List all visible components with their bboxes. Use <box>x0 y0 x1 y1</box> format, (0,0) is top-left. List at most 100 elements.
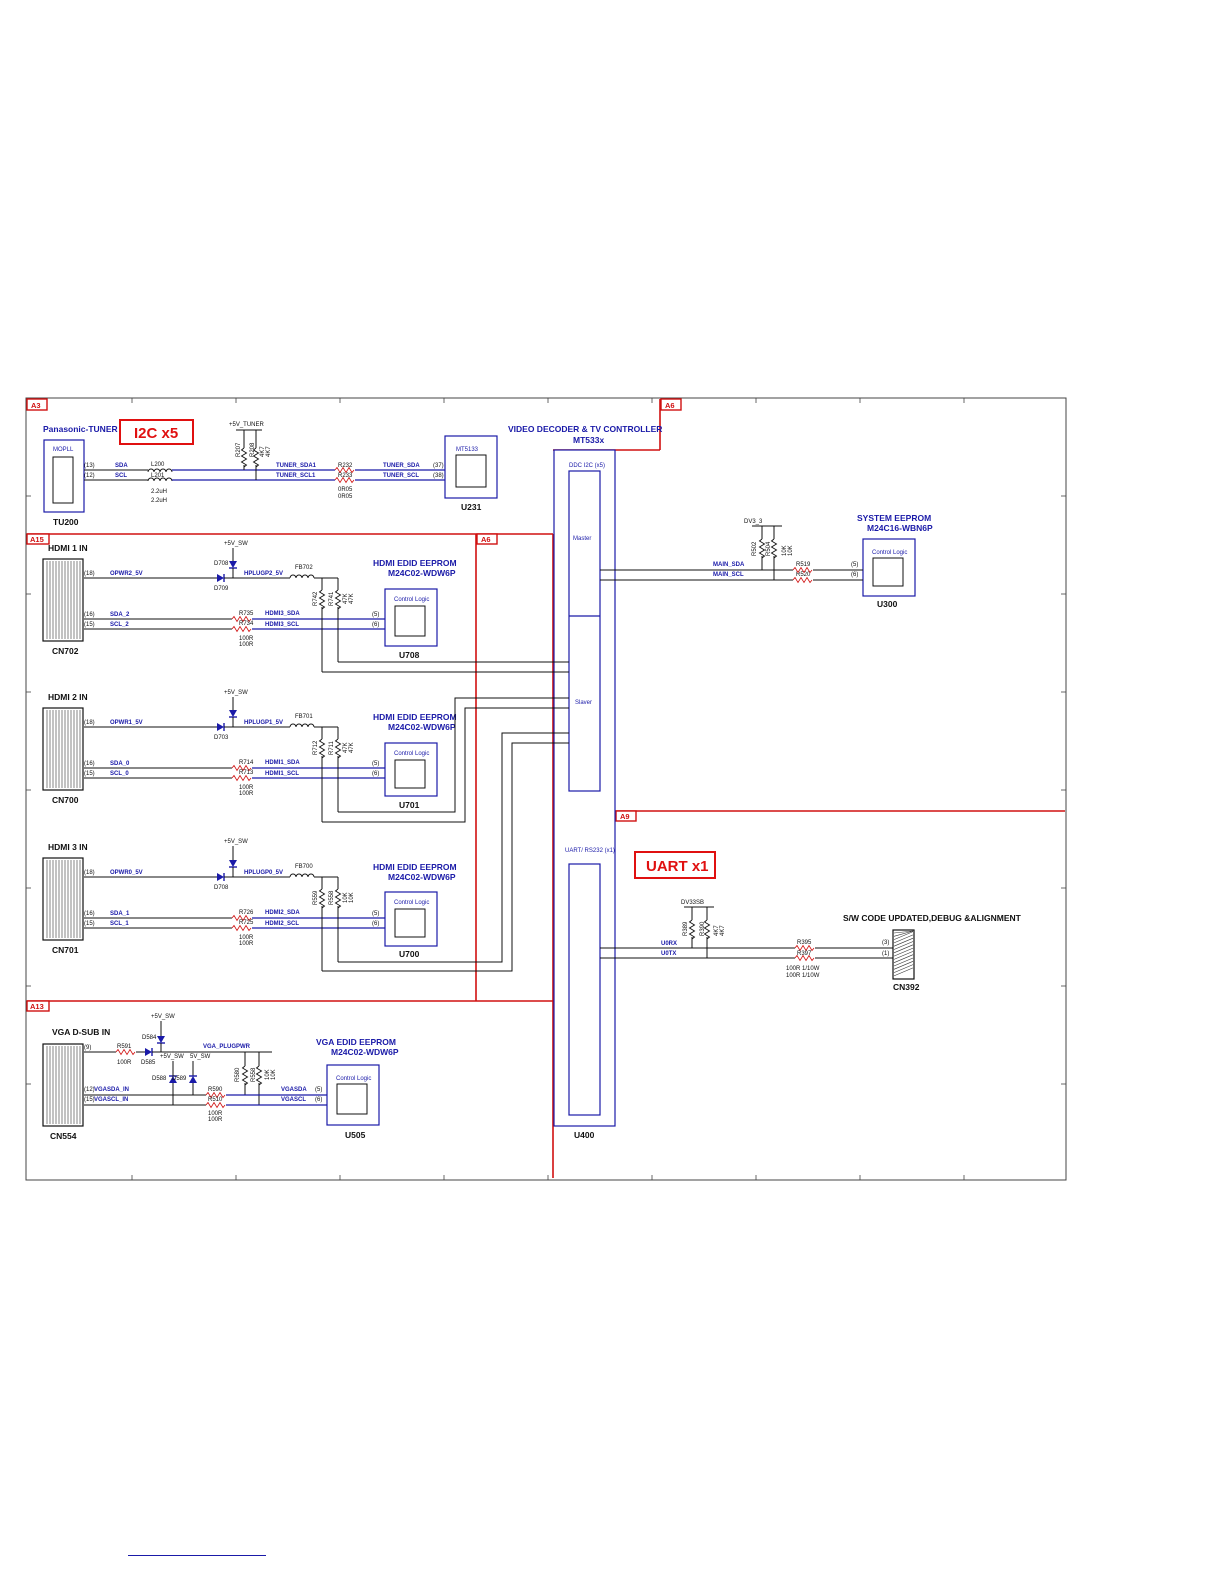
hdmi2-rpv2: 47K <box>349 742 355 753</box>
vga-d589: D589 <box>172 1076 187 1082</box>
uart-debug-block: DV33SB R389 R390 4K7 4K7 U0RX U0TX R395 … <box>600 900 1022 992</box>
tag-a9: A9 <box>620 812 630 821</box>
vga-eeprom-part: M24C02-WDW6P <box>331 1047 399 1057</box>
callout-uart: UART x1 <box>634 851 716 879</box>
uart-title: S/W CODE UPDATED,DEBUG &ALIGNMENT <box>843 913 1022 923</box>
hdmi3-plug: HPLUGP0_5V <box>244 870 283 876</box>
hdmi3-pin6: (6) <box>372 921 379 927</box>
uart-r389: R389 <box>683 921 689 936</box>
hdmi3-r1: R726 <box>239 910 254 916</box>
hdmi2-pin16: (16) <box>84 761 95 767</box>
hdmi3-rpv2: 10K <box>349 892 355 903</box>
hdmi3-r2: R725 <box>239 920 254 926</box>
uart-r395: R395 <box>797 940 812 946</box>
hdmi1-pin15: (15) <box>84 622 95 628</box>
uart-rx: U0RX <box>661 941 677 947</box>
controller-block: VIDEO DECODER & TV CONTROLLER MT533x DDC… <box>508 424 662 1140</box>
hdmi3-net-scl: HDMI2_SCL <box>265 921 299 927</box>
hdmi3-scl: SCL_1 <box>110 921 129 927</box>
section-tags: A3 A6 A15 A6 A9 A13 <box>26 398 682 1012</box>
hdmi2-r2: R713 <box>239 770 254 776</box>
hdmi2-pin5: (5) <box>372 761 379 767</box>
vga-rv2: 100R <box>208 1111 223 1117</box>
hdmi3-d708: D708 <box>214 885 229 891</box>
hdmi2-net-sda: HDMI1_SDA <box>265 760 300 766</box>
vga-logic: Control Logic <box>336 1076 371 1082</box>
ddc-routing <box>322 661 569 972</box>
tag-a6-mid: A6 <box>481 535 491 544</box>
sys-r519: R519 <box>796 562 811 568</box>
hdmi1-pin6: (6) <box>372 622 379 628</box>
hdmi2-fb: FB701 <box>295 714 313 720</box>
ddc-label: DDC I2C (x5) <box>569 463 605 469</box>
tuner-supply: +5V_TUNER <box>229 422 265 428</box>
vga-supply: +5V_SW <box>151 1014 175 1020</box>
vga-conn-ref: CN554 <box>50 1131 77 1141</box>
tuner-rv1: 4K7 <box>260 446 266 457</box>
hdmi1-connector <box>42 558 84 642</box>
hdmi1-pwr: OPWR2_5V <box>110 571 143 577</box>
vga-d584: D584 <box>142 1035 157 1041</box>
hdmi1-logic: Control Logic <box>394 597 429 603</box>
uart-tx: U0TX <box>661 951 676 957</box>
tuner-l1: L200 <box>151 462 165 468</box>
hdmi1-supply: +5V_SW <box>224 541 248 547</box>
sys-eeprom-logic: Control Logic <box>872 550 907 556</box>
hdmi2-ref: U701 <box>399 800 420 810</box>
vga-eeprom-title: VGA EDID EEPROM <box>316 1037 396 1047</box>
hdmi1-pin16: (16) <box>84 612 95 618</box>
uart-r390: R390 <box>700 921 706 936</box>
hdmi1-net-scl: HDMI3_SCL <box>265 622 299 628</box>
sheet-frame <box>25 397 1067 1181</box>
dem-pin37: (37) <box>433 463 444 469</box>
hdmi1-rp1: R742 <box>313 591 319 606</box>
hdmi1-eeprom-part: M24C02-WDW6P <box>388 568 456 578</box>
hdmi3-pin15: (15) <box>84 921 95 927</box>
sys-eeprom-ref: U300 <box>877 599 898 609</box>
sys-eeprom-part: M24C16-WBN6P <box>867 523 933 533</box>
vga-rv1: 100R <box>117 1060 132 1066</box>
hdmi3-rv: 100R <box>239 935 254 941</box>
hdmi-block-1: HDMI 1 IN CN702 (18) OPWR2_5V D709 +5V_S… <box>42 541 457 672</box>
hdmi1-r1: R735 <box>239 611 254 617</box>
tag-a3: A3 <box>31 401 41 410</box>
tuner-net-scl: TUNER_SCL <box>383 473 419 479</box>
hdmi3-pin5: (5) <box>372 911 379 917</box>
slaver-label: Slaver <box>575 700 592 706</box>
sys-net-scl: MAIN_SCL <box>713 572 744 578</box>
ddc-block <box>568 470 601 792</box>
hdmi2-scl: SCL_0 <box>110 771 129 777</box>
hdmi1-sda: SDA_2 <box>110 612 130 618</box>
hdmi2-pin15: (15) <box>84 771 95 777</box>
sys-eeprom-title: SYSTEM EEPROM <box>857 513 931 523</box>
hdmi2-r1: R714 <box>239 760 254 766</box>
hdmi2-title: HDMI 2 IN <box>48 692 88 702</box>
hdmi1-rpv2: 47K <box>349 593 355 604</box>
uart-rv3: 100R 1/10W <box>786 966 820 972</box>
tuner-net-sda: TUNER_SDA <box>383 463 420 469</box>
master-label: Master <box>573 536 591 542</box>
hdmi3-eeprom-title: HDMI EDID EEPROM <box>373 862 457 872</box>
vga-net-sda: VGASDA <box>281 1087 307 1093</box>
callout-i2c-label: I2C x5 <box>134 425 178 442</box>
sys-supply: DV3_3 <box>744 519 763 525</box>
vga-d585: D585 <box>141 1060 156 1066</box>
uart-supply: DV33SB <box>681 900 704 906</box>
hdmi2-pin6: (6) <box>372 771 379 777</box>
system-eeprom-block: SYSTEM EEPROM M24C16-WBN6P Control Logic… <box>600 513 933 609</box>
sys-r502: R502 <box>752 541 758 556</box>
callout-uart-label: UART x1 <box>646 858 709 875</box>
footer-link-underline[interactable] <box>128 1555 266 1556</box>
hdmi2-plug: HPLUGP1_5V <box>244 720 283 726</box>
hdmi3-pin18: (18) <box>84 870 95 876</box>
hdmi3-logic: Control Logic <box>394 900 429 906</box>
tuner-net-sda1: TUNER_SDA1 <box>276 463 317 469</box>
hdmi1-fb: FB702 <box>295 565 313 571</box>
tuner-rv4: 0R05 <box>338 494 353 500</box>
hdmi3-connector <box>42 857 84 941</box>
tuner-lval2: 2.2uH <box>151 498 167 504</box>
vga-sda-in: VGASDA_IN <box>94 1087 129 1093</box>
sys-pin6: (6) <box>851 572 858 578</box>
hdmi3-pwr: OPWR0_5V <box>110 870 143 876</box>
